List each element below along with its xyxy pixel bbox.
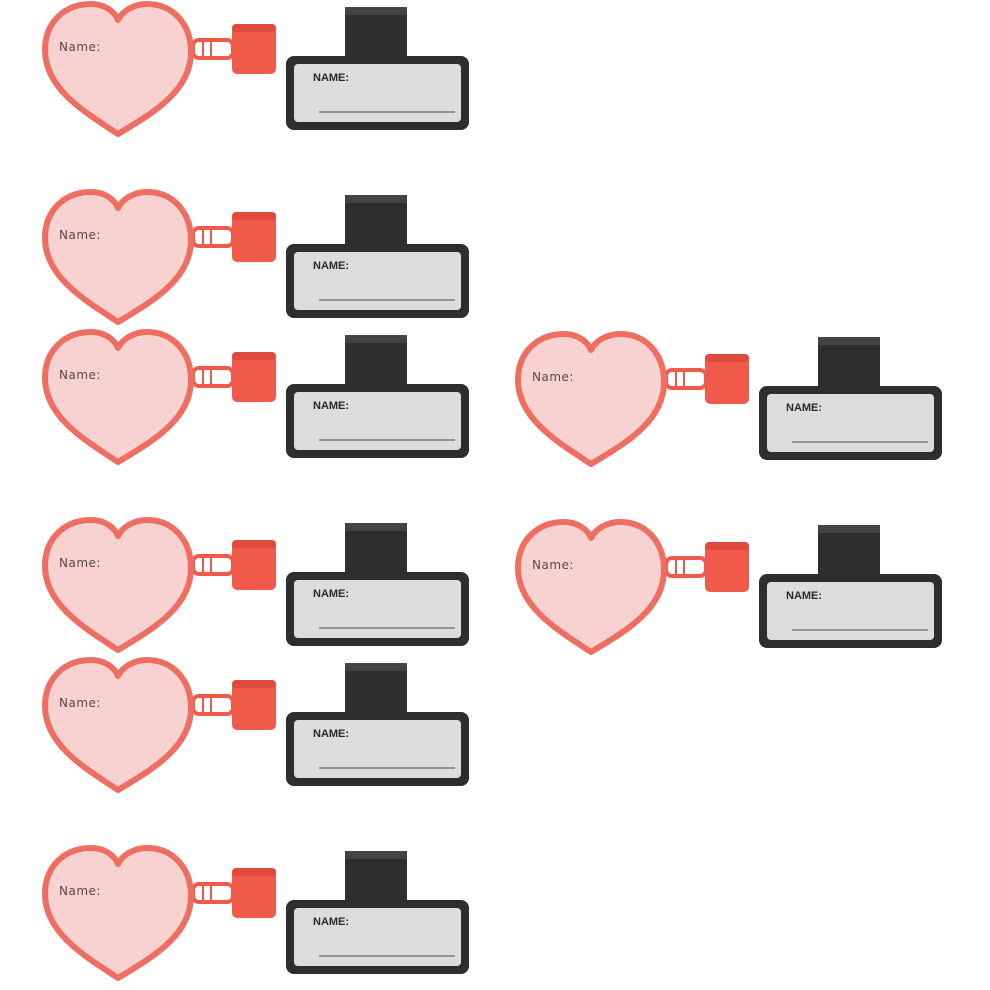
red-clip <box>191 868 276 918</box>
black-clip-tag <box>286 851 469 974</box>
heart-tag <box>42 657 194 793</box>
heart-name-label: Name: <box>59 696 101 710</box>
heart-name-label: Name: <box>59 368 101 382</box>
clip-name-label: NAME: <box>786 590 823 602</box>
black-clip-tag <box>286 663 469 786</box>
heart-tag <box>42 1 194 137</box>
black-clip-tag <box>759 525 942 648</box>
heart-tag <box>515 331 667 467</box>
red-clip <box>191 24 276 74</box>
tag-set-graphic <box>42 189 469 325</box>
heart-tag <box>515 519 667 655</box>
heart-name-label: Name: <box>59 40 101 54</box>
tag-set: Name: NAME: <box>515 331 946 472</box>
red-clip <box>191 352 276 402</box>
heart-tag <box>42 845 194 981</box>
clip-name-label: NAME: <box>313 260 350 272</box>
heart-name-label: Name: <box>59 556 101 570</box>
heart-tag <box>42 189 194 325</box>
heart-name-label: Name: <box>532 370 574 384</box>
tag-set-graphic <box>42 657 469 793</box>
clip-name-label: NAME: <box>313 916 350 928</box>
tag-set: Name: NAME: <box>42 517 473 658</box>
tag-set: Name: NAME: <box>42 657 473 798</box>
tag-set: Name: NAME: <box>42 329 473 470</box>
tag-set-graphic <box>42 1 469 137</box>
tag-set: Name: NAME: <box>42 1 473 142</box>
heart-tag <box>42 517 194 653</box>
clip-name-label: NAME: <box>313 400 350 412</box>
black-clip-tag <box>286 335 469 458</box>
clip-name-label: NAME: <box>313 72 350 84</box>
tag-set-graphic <box>42 845 469 981</box>
clip-name-label: NAME: <box>313 728 350 740</box>
heart-tag <box>42 329 194 465</box>
red-clip <box>191 540 276 590</box>
black-clip-tag <box>759 337 942 460</box>
heart-name-label: Name: <box>59 228 101 242</box>
black-clip-tag <box>286 7 469 130</box>
red-clip <box>191 680 276 730</box>
black-clip-tag <box>286 523 469 646</box>
heart-name-label: Name: <box>532 558 574 572</box>
clip-name-label: NAME: <box>313 588 350 600</box>
red-clip <box>664 354 749 404</box>
red-clip <box>664 542 749 592</box>
tag-set-graphic <box>42 329 469 465</box>
tag-set: Name: NAME: <box>42 845 473 986</box>
tag-set-graphic <box>515 519 942 655</box>
tag-set-graphic <box>42 517 469 653</box>
tag-set-graphic <box>515 331 942 467</box>
heart-name-label: Name: <box>59 884 101 898</box>
red-clip <box>191 212 276 262</box>
tag-set: Name: NAME: <box>515 519 946 660</box>
tag-set: Name: NAME: <box>42 189 473 330</box>
clip-name-label: NAME: <box>786 402 823 414</box>
black-clip-tag <box>286 195 469 318</box>
